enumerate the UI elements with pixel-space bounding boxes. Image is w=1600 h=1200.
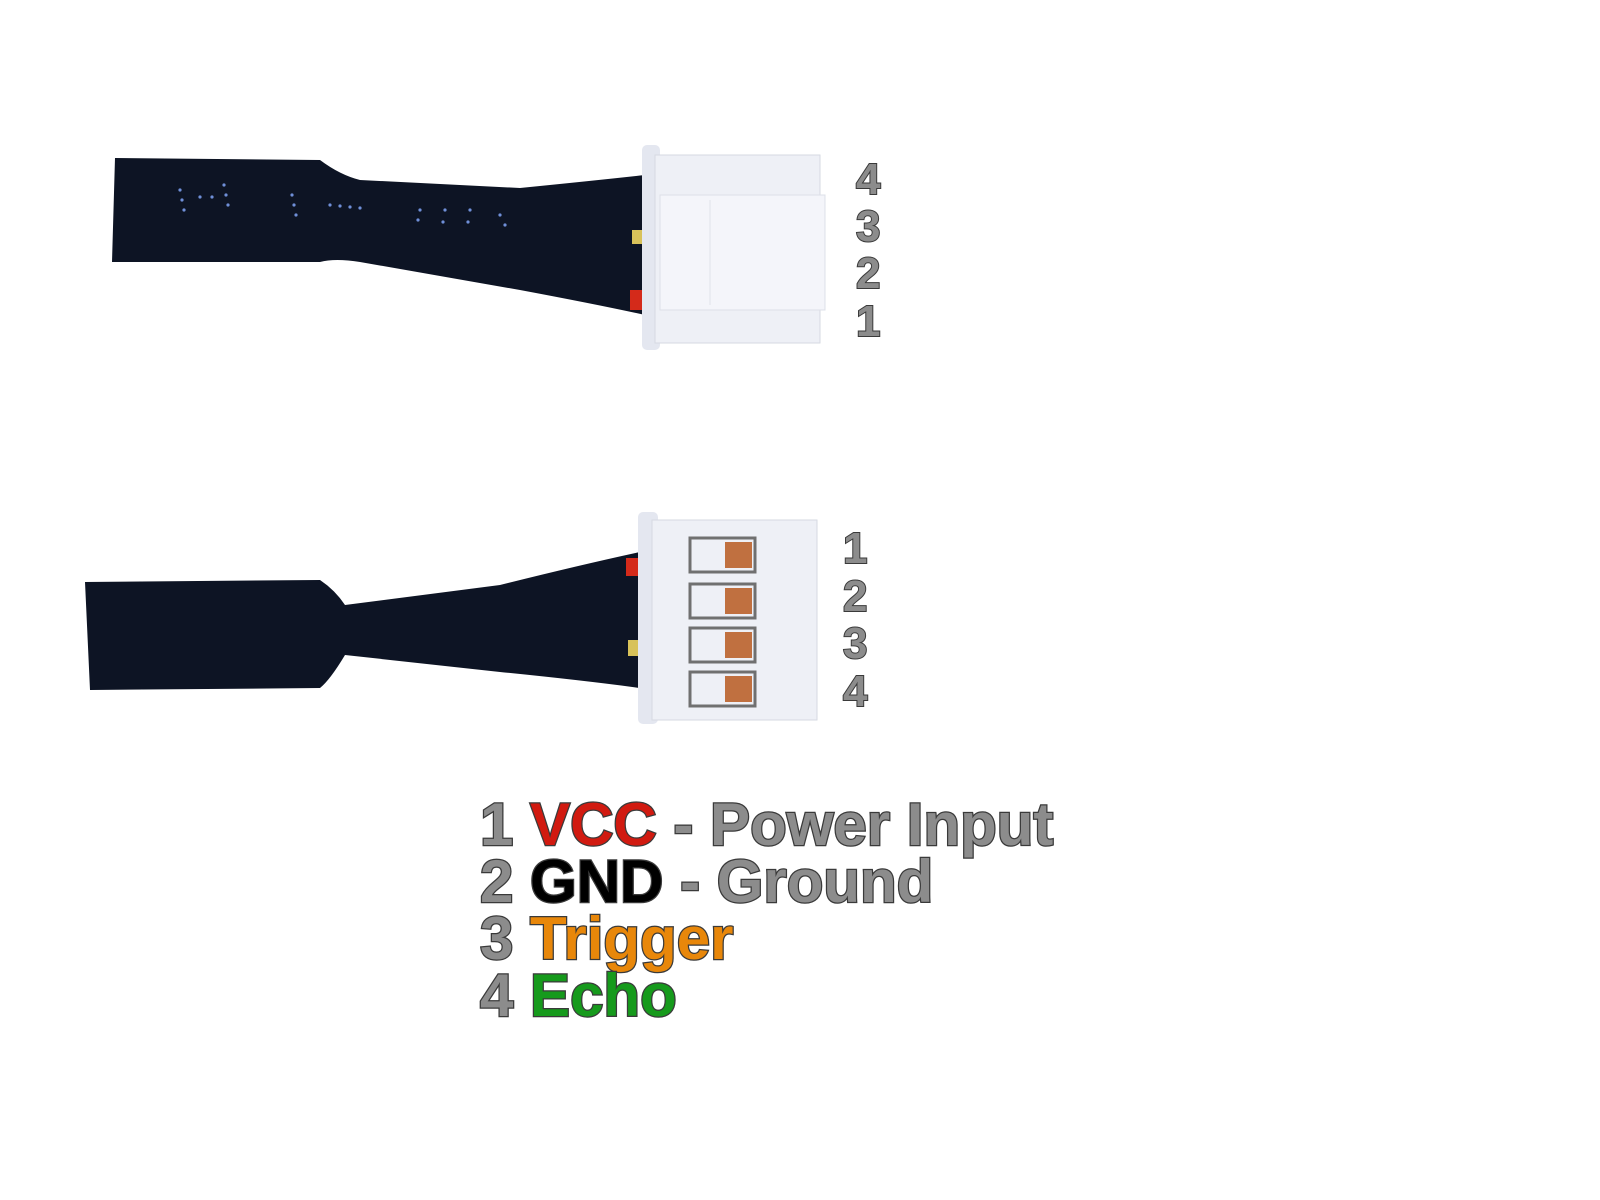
top-connector-housing bbox=[642, 145, 826, 350]
pin-label: 2 bbox=[856, 249, 880, 298]
legend-number: 4 bbox=[480, 962, 514, 1029]
legend-row-vcc: 1 VCC - Power Input bbox=[480, 791, 1053, 858]
legend-number: 1 bbox=[480, 791, 513, 858]
top-pin-labels: 4 3 2 1 bbox=[855, 154, 882, 347]
legend-signal-name: Trigger bbox=[530, 905, 733, 972]
legend-signal-name: GND bbox=[530, 848, 663, 915]
bottom-connector-housing bbox=[638, 512, 818, 724]
pinout-legend: 1 VCC - Power Input 2 GND - Ground 3 Tri… bbox=[479, 790, 1055, 1031]
bottom-pin-labels: 1 2 3 4 bbox=[842, 523, 869, 717]
legend-signal-name: VCC bbox=[530, 791, 657, 858]
legend-number: 2 bbox=[480, 848, 513, 915]
cable-print-text bbox=[178, 183, 507, 227]
top-cable bbox=[112, 158, 645, 315]
bottom-cable bbox=[85, 552, 640, 690]
legend-row-trigger: 3 Trigger bbox=[480, 905, 733, 972]
legend-row-gnd: 2 GND - Ground bbox=[480, 848, 933, 915]
pin-label: 3 bbox=[856, 202, 880, 251]
pin-label: 1 bbox=[856, 297, 880, 346]
legend-description: - Power Input bbox=[673, 791, 1053, 858]
connector-contacts bbox=[688, 536, 757, 708]
pin-label: 2 bbox=[843, 572, 867, 621]
legend-description: - Ground bbox=[680, 848, 933, 915]
legend-number: 3 bbox=[480, 905, 513, 972]
pin-label: 1 bbox=[843, 524, 867, 573]
pin-label: 3 bbox=[843, 619, 867, 668]
pin-label: 4 bbox=[856, 155, 881, 204]
legend-signal-name: Echo bbox=[530, 962, 677, 1029]
pin-label: 4 bbox=[843, 667, 868, 716]
legend-row-echo: 4 Echo bbox=[480, 962, 677, 1029]
